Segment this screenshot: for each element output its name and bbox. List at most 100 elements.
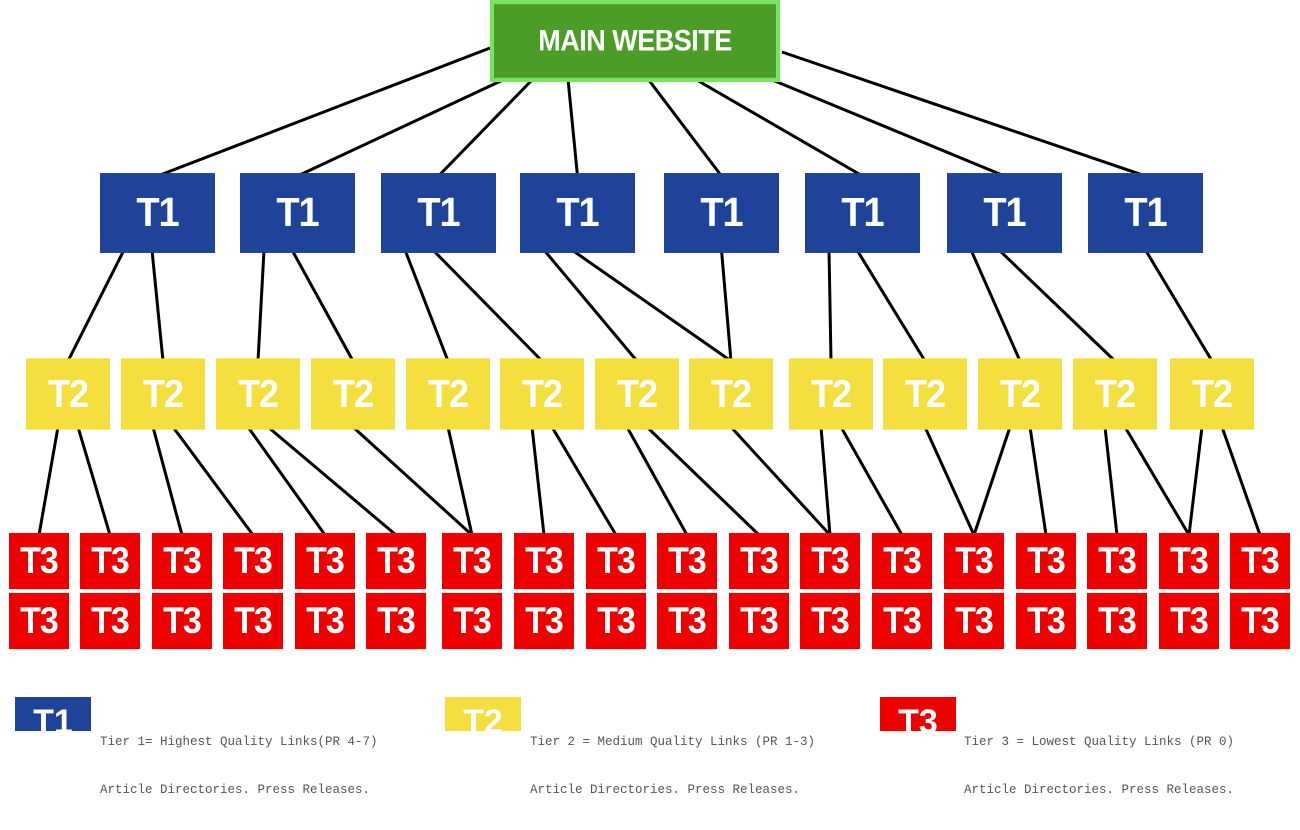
edge-t2-to-t3	[267, 425, 397, 537]
t2-node: T2	[689, 358, 773, 430]
t1-node: T1	[947, 173, 1062, 253]
t3-node: T3	[442, 532, 502, 590]
t1-node: T1	[664, 173, 779, 253]
edge-t2-to-t3	[1187, 426, 1204, 536]
edge-main-to-t1	[769, 77, 1006, 178]
edge-t1-to-t2	[150, 249, 165, 362]
t2-node: T2	[500, 358, 584, 430]
edge-t2-to-t3	[923, 426, 976, 536]
t3-node: T3	[80, 532, 140, 590]
edge-t2-to-t3	[37, 426, 60, 536]
t2-node: T2	[595, 358, 679, 430]
main-website-node: MAIN WEBSITE	[490, 0, 780, 83]
legend-swatch-t1-label: T1	[33, 703, 73, 731]
t3-node: T3	[223, 592, 283, 650]
legend-swatch-t3-label: T3	[898, 703, 938, 731]
t3-node: T3	[366, 592, 426, 650]
edge-t2-to-t3	[819, 426, 832, 536]
t2-node: T2	[883, 358, 967, 430]
t3-node: T3	[366, 532, 426, 590]
edge-t1-to-t2	[855, 249, 927, 362]
edge-t1-to-t2	[720, 249, 733, 362]
edge-t2-to-t3	[972, 426, 1012, 536]
t2-node: T2	[978, 358, 1062, 430]
edge-main-to-t1	[296, 77, 506, 178]
legend-swatch-t1: T1	[15, 697, 91, 731]
t3-node: T3	[1087, 592, 1147, 650]
legend-text-t3: Tier 3 = Lowest Quality Links (PR 0) Art…	[964, 702, 1234, 830]
t2-node: T2	[789, 358, 873, 430]
t2-node: T2	[121, 358, 205, 430]
t3-node: T3	[586, 592, 646, 650]
edge-t1-to-t2	[542, 249, 639, 362]
t3-node: T3	[944, 532, 1004, 590]
edge-t2-to-t3	[625, 426, 689, 536]
t2-node: T2	[1073, 358, 1157, 430]
edge-t1-to-t2	[256, 249, 266, 362]
t3-node: T3	[872, 592, 932, 650]
edge-t2-to-t3	[171, 426, 255, 536]
t3-node: T3	[442, 592, 502, 650]
legend-swatch-t3: T3	[880, 697, 956, 731]
t3-node: T3	[9, 532, 69, 590]
edge-t1-to-t2	[1144, 249, 1214, 362]
legend-t1-line1: Tier 1= Highest Quality Links(PR 4-7)	[100, 735, 378, 749]
edge-main-to-t1	[781, 50, 1146, 178]
edge-t1-to-t2	[431, 248, 544, 363]
t2-node: T2	[1170, 358, 1254, 430]
edge-main-to-t1	[437, 77, 535, 178]
edge-t2-to-t3	[446, 426, 474, 536]
t3-node: T3	[800, 592, 860, 650]
edge-t1-to-t2	[66, 249, 126, 362]
edge-t1-to-t2	[997, 248, 1117, 363]
t3-node: T3	[944, 592, 1004, 650]
legend-t2-line1: Tier 2 = Medium Quality Links (PR 1-3)	[530, 735, 816, 749]
t1-node: T1	[240, 173, 355, 253]
edge-t2-to-t3	[550, 426, 618, 536]
edge-t2-to-t3	[645, 425, 761, 537]
edge-t2-to-t3	[1028, 426, 1048, 536]
t3-node: T3	[295, 532, 355, 590]
t3-node: T3	[1159, 532, 1219, 590]
edge-t2-to-t3	[1103, 426, 1119, 536]
t3-node: T3	[872, 532, 932, 590]
t3-node: T3	[657, 592, 717, 650]
t1-node: T1	[100, 173, 215, 253]
t3-node: T3	[152, 592, 212, 650]
t1-node: T1	[381, 173, 496, 253]
t1-node: T1	[1088, 173, 1203, 253]
t3-node: T3	[223, 532, 283, 590]
t3-node: T3	[1230, 532, 1290, 590]
t3-node: T3	[514, 592, 574, 650]
t1-node: T1	[805, 173, 920, 253]
t3-node: T3	[295, 592, 355, 650]
edge-t1-to-t2	[571, 248, 732, 363]
edge-t2-to-t3	[246, 426, 327, 536]
t3-node: T3	[657, 532, 717, 590]
t3-node: T3	[729, 532, 789, 590]
edge-t2-to-t3	[839, 426, 904, 536]
t3-node: T3	[1087, 532, 1147, 590]
t3-node: T3	[80, 592, 140, 650]
t2-node: T2	[26, 358, 110, 430]
t3-node: T3	[514, 532, 574, 590]
edge-t2-to-t3	[1220, 426, 1262, 536]
legend-t2-line2: Article Directories. Press Releases.	[530, 783, 801, 797]
edge-main-to-t1	[646, 78, 723, 177]
legend-swatch-t2: T2	[445, 697, 521, 731]
edge-t2-to-t3	[151, 426, 184, 536]
t1-node: T1	[520, 173, 635, 253]
t3-node: T3	[152, 532, 212, 590]
edge-t1-to-t2	[827, 249, 833, 362]
t3-node: T3	[800, 532, 860, 590]
tier-link-diagram	[37, 46, 1262, 537]
t3-node: T3	[1016, 532, 1076, 590]
edge-main-to-t1	[156, 46, 491, 178]
legend-t1-line2: Article Directories. Press Releases.	[100, 783, 371, 797]
edge-t2-to-t3	[351, 425, 474, 537]
edge-t2-to-t3	[1123, 426, 1191, 536]
edge-t2-to-t3	[76, 426, 112, 536]
t3-node: T3	[1230, 592, 1290, 650]
t3-node: T3	[1016, 592, 1076, 650]
t3-node: T3	[729, 592, 789, 650]
